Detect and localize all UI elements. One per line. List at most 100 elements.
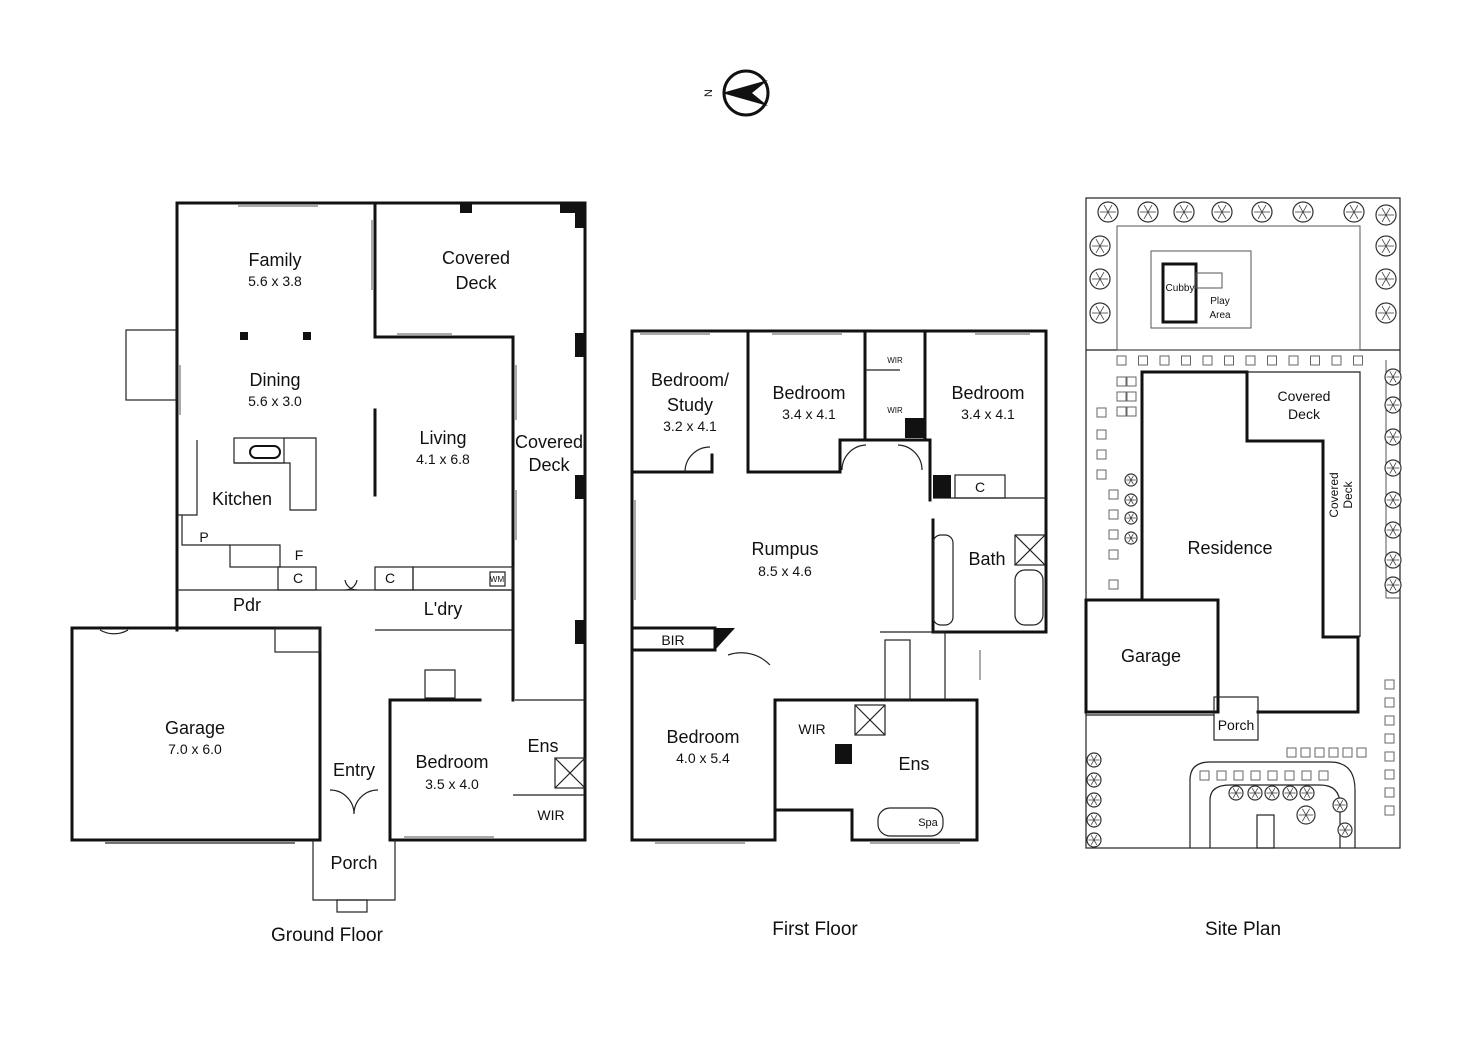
planter-box <box>1267 770 1278 781</box>
tree-icon <box>1124 511 1138 525</box>
room-pantry: P <box>199 529 208 545</box>
tree-icon <box>1384 551 1402 569</box>
room-entry: Entry <box>333 760 375 780</box>
room-bedroom-size: 3.5 x 4.0 <box>425 776 479 792</box>
planter-box <box>1096 407 1107 418</box>
planter-box <box>1284 770 1295 781</box>
ground-floor-caption: Ground Floor <box>271 925 384 946</box>
tree-icon <box>1384 428 1402 446</box>
planter-box <box>1328 747 1339 758</box>
site-plan-caption: Site Plan <box>1205 919 1281 940</box>
label-cubby: Cubby <box>1166 283 1195 294</box>
label-garage: Garage <box>1121 646 1181 666</box>
room-wir: WIR <box>887 406 903 415</box>
room-bedroom-main: Bedroom <box>666 727 739 747</box>
planter-box <box>1138 355 1148 366</box>
tree-icon <box>1086 772 1102 788</box>
room-living-size: 4.1 x 6.8 <box>416 451 470 467</box>
room-bedroom: Bedroom <box>951 383 1024 403</box>
room-ensuite: Ens <box>527 736 558 756</box>
tree-icon <box>1089 268 1111 290</box>
tree-icon <box>1086 812 1102 828</box>
room-wir: WIR <box>537 807 564 823</box>
site-plan: Cubby Play Area Covered Deck Covered Dec… <box>1084 197 1402 940</box>
planter-box <box>1108 489 1119 500</box>
tree-icon <box>1282 785 1298 801</box>
room-rumpus-size: 8.5 x 4.6 <box>758 563 812 579</box>
tree-icon <box>1086 832 1102 848</box>
room-covered-deck-side: Covered <box>515 432 583 452</box>
tree-icon <box>1251 201 1273 223</box>
tree-icon <box>1384 368 1402 386</box>
planter-box <box>1250 770 1261 781</box>
planter-box <box>1384 751 1395 762</box>
tree-icon <box>1375 268 1397 290</box>
room-cupboard: C <box>975 479 985 495</box>
label-covered-deck-side: Covered <box>1327 472 1341 517</box>
planter-box <box>1356 747 1367 758</box>
planter-box <box>1108 579 1119 590</box>
tree-icon <box>1384 396 1402 414</box>
room-cupboard: C <box>385 570 395 586</box>
planter-box <box>1216 770 1227 781</box>
room-covered-deck-2: Deck <box>455 273 497 293</box>
tree-icon <box>1296 805 1316 825</box>
planter-box <box>1384 787 1395 798</box>
first-floor-plan: Bedroom/ Study 3.2 x 4.1 Bedroom 3.4 x 4… <box>630 329 1048 940</box>
tree-icon <box>1124 531 1138 545</box>
tree-icon <box>1375 235 1397 257</box>
room-living: Living <box>419 428 466 448</box>
planter-box <box>1116 355 1127 366</box>
planter-box <box>1202 355 1213 366</box>
planter-box <box>1314 747 1325 758</box>
tree-icon <box>1375 204 1397 226</box>
tree-icon <box>1124 473 1138 487</box>
planter-box <box>1286 747 1297 758</box>
room-cupboard: C <box>293 570 303 586</box>
planter-box <box>1384 805 1395 816</box>
planter-box <box>1108 509 1119 520</box>
planter-box <box>1342 747 1353 758</box>
tree-icon <box>1086 792 1102 808</box>
trees <box>1086 201 1402 848</box>
tree-icon <box>1173 201 1195 223</box>
north-label: N <box>703 89 715 97</box>
room-garage-size: 7.0 x 6.0 <box>168 741 222 757</box>
room-garage: Garage <box>165 718 225 738</box>
tree-icon <box>1299 785 1315 801</box>
planter-box <box>1318 770 1329 781</box>
north-compass-icon: N <box>703 69 770 117</box>
room-spa: Spa <box>918 817 938 829</box>
planter-box <box>1384 733 1395 744</box>
tree-icon <box>1375 302 1397 324</box>
planter-box <box>1384 679 1395 690</box>
tree-icon <box>1089 235 1111 257</box>
room-bir: BIR <box>661 632 684 648</box>
room-wir: WIR <box>798 721 825 737</box>
tree-icon <box>1384 576 1402 594</box>
planter-box <box>1301 770 1312 781</box>
label-play: Play <box>1210 296 1229 307</box>
planter-box <box>1331 355 1342 366</box>
room-bedroom-size: 3.4 x 4.1 <box>961 406 1015 422</box>
planter-box <box>1384 697 1395 708</box>
tree-icon <box>1124 493 1138 507</box>
ground-floor-plan: Family 5.6 x 3.8 Covered Deck Dining 5.6… <box>70 201 587 946</box>
tree-icon <box>1332 797 1348 813</box>
planter-box <box>1096 469 1107 480</box>
room-covered-deck: Covered <box>442 248 510 268</box>
first-floor-caption: First Floor <box>772 919 858 940</box>
tree-icon <box>1089 302 1111 324</box>
room-dining-size: 5.6 x 3.0 <box>248 393 302 409</box>
planter-box <box>1108 549 1119 560</box>
planter-box <box>1126 376 1137 387</box>
room-bedroom: Bedroom <box>415 752 488 772</box>
room-fridge: F <box>295 547 304 563</box>
room-powder: Pdr <box>233 595 261 615</box>
planter-box <box>1233 770 1244 781</box>
planter-box <box>1159 355 1170 366</box>
room-bath: Bath <box>968 549 1005 569</box>
tree-icon <box>1292 201 1314 223</box>
tree-icon <box>1264 785 1280 801</box>
